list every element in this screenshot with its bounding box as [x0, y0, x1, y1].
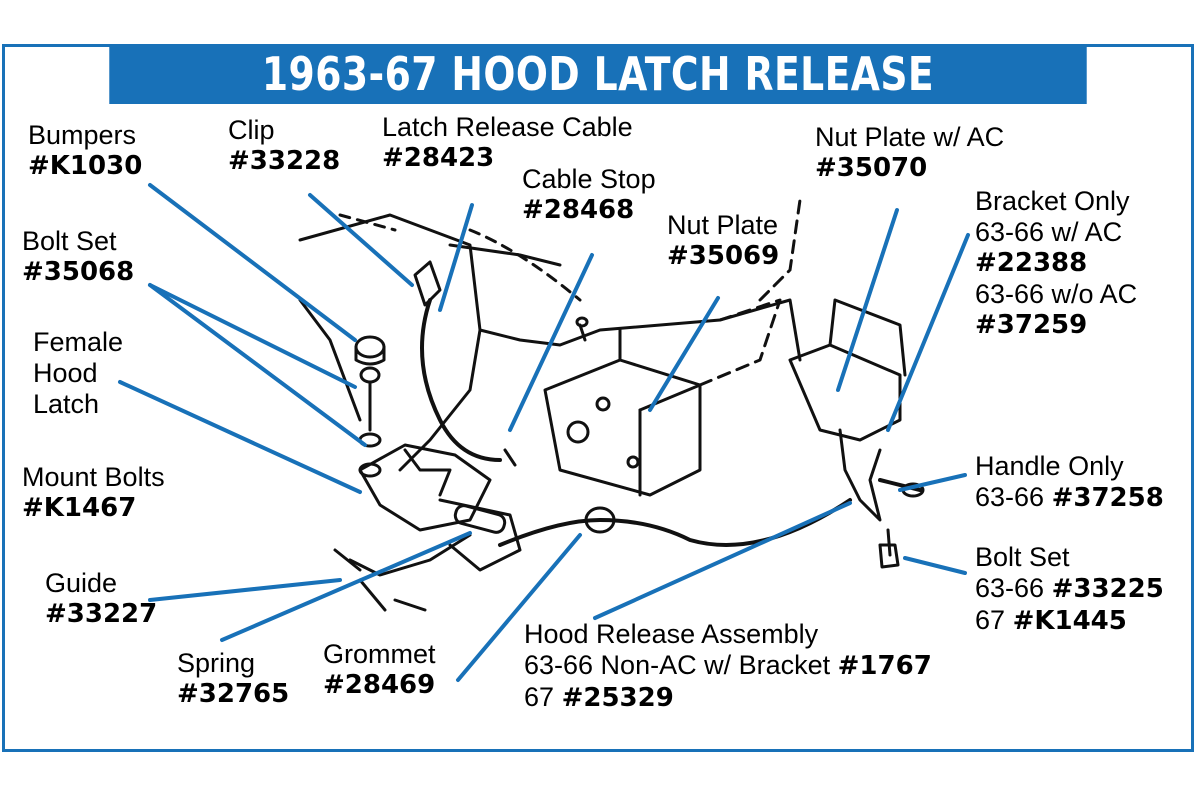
part-number: #28468	[522, 195, 635, 225]
leader-female-hood-latch	[118, 380, 362, 494]
part-number: #1767	[837, 651, 932, 681]
callout-variant: 63-66 w/ AC	[975, 217, 1123, 247]
callout-label: Latch	[33, 389, 100, 419]
callout-cable-stop: Cable Stop #28468	[522, 164, 656, 226]
part-number: #28423	[382, 143, 495, 173]
leader-clip	[308, 193, 414, 287]
leader-bracket-only	[886, 233, 970, 432]
callout-handle-only: Handle Only 63-66 #37258	[975, 451, 1164, 514]
part-number: #K1467	[22, 493, 137, 523]
callout-variant-row: 63-66 #37258	[975, 482, 1164, 514]
callout-grommet: Grommet #28469	[323, 639, 436, 701]
leader-bolt-set-left-2	[148, 283, 367, 447]
callout-label: Spring	[177, 648, 256, 678]
callout-variant-row: 63-66 Non-AC w/ Bracket #1767	[524, 650, 932, 682]
callout-female-hood-latch: Female Hood Latch	[33, 327, 123, 420]
part-number: #25329	[561, 683, 674, 713]
callout-label: Clip	[228, 115, 275, 145]
callout-label: Hood	[33, 358, 98, 388]
callout-label: Bracket Only	[975, 186, 1130, 216]
callout-variant: 67	[524, 682, 555, 712]
callout-spring: Spring #32765	[177, 648, 289, 710]
leader-nut-plate-ac	[836, 208, 899, 392]
callout-variant-row: 67 #25329	[524, 682, 932, 714]
leader-lines	[118, 183, 970, 682]
leader-bolt-set-right	[903, 556, 967, 575]
callout-hood-release-assembly: Hood Release Assembly 63-66 Non-AC w/ Br…	[524, 619, 932, 714]
parts-illustration	[298, 198, 925, 612]
callout-label: Handle Only	[975, 451, 1124, 481]
leader-grommet	[456, 533, 582, 682]
callout-label: Guide	[45, 568, 118, 598]
part-number: #22388	[975, 248, 1088, 278]
page-title: 1963-67 HOOD LATCH RELEASE	[109, 44, 1087, 104]
callout-variant-row: 67 #K1445	[975, 605, 1164, 637]
callout-variant: 67	[975, 605, 1006, 635]
callout-variant-row: 63-66 #33225	[975, 573, 1164, 605]
part-number: #K1030	[28, 151, 143, 181]
callout-bumpers: Bumpers #K1030	[28, 120, 142, 182]
part-number: #35069	[667, 241, 780, 271]
leader-cable-stop	[508, 253, 594, 432]
diagram-frame	[2, 44, 1194, 752]
callout-label: Female	[33, 327, 124, 357]
leader-bolt-set-left-1	[148, 283, 357, 389]
callout-nut-plate-ac: Nut Plate w/ AC #35070	[815, 122, 1004, 184]
leader-latch-release-cable	[438, 203, 474, 312]
leader-spring	[220, 531, 472, 642]
callout-mount-bolts: Mount Bolts #K1467	[22, 462, 165, 524]
leader-handle-only	[898, 473, 967, 492]
callout-bracket-only: Bracket Only 63-66 w/ AC #22388 63-66 w/…	[975, 186, 1137, 341]
leader-bumpers	[148, 183, 357, 342]
part-number: #28469	[323, 670, 436, 700]
leader-hood-release-assembly	[593, 501, 852, 620]
callout-label: Cable Stop	[522, 164, 656, 194]
leader-guide	[148, 578, 342, 602]
callout-variant: 63-66	[975, 482, 1045, 512]
callout-label: Hood Release Assembly	[524, 619, 819, 649]
part-number: #37258	[1051, 483, 1164, 513]
callout-label: Latch Release Cable	[382, 112, 633, 142]
part-number: #35068	[22, 257, 135, 287]
leader-nut-plate	[648, 296, 720, 412]
callout-variant: 63-66 Non-AC w/ Bracket	[524, 650, 831, 680]
part-number: #33227	[45, 599, 158, 629]
callout-label: Bolt Set	[975, 542, 1070, 572]
callout-label: Bumpers	[28, 120, 137, 150]
part-number: #K1445	[1012, 606, 1127, 636]
callout-nut-plate: Nut Plate #35069	[667, 210, 779, 272]
callout-guide: Guide #33227	[45, 568, 157, 630]
part-number: #35070	[815, 153, 928, 183]
callout-label: Nut Plate w/ AC	[815, 122, 1005, 152]
part-number: #33225	[1051, 574, 1164, 604]
callout-label: Nut Plate	[667, 210, 779, 240]
callout-latch-release-cable: Latch Release Cable #28423	[382, 112, 633, 174]
part-number: #32765	[177, 679, 290, 709]
part-number: #37259	[975, 310, 1088, 340]
callout-bolt-set-left: Bolt Set #35068	[22, 226, 134, 288]
part-number: #33228	[228, 146, 341, 176]
callout-label: Mount Bolts	[22, 462, 165, 492]
callout-label: Grommet	[323, 639, 436, 669]
callout-clip: Clip #33228	[228, 115, 340, 177]
callout-bolt-set-right: Bolt Set 63-66 #33225 67 #K1445	[975, 542, 1164, 637]
callout-variant: 63-66	[975, 573, 1045, 603]
callout-variant: 63-66 w/o AC	[975, 279, 1138, 309]
callout-label: Bolt Set	[22, 226, 117, 256]
